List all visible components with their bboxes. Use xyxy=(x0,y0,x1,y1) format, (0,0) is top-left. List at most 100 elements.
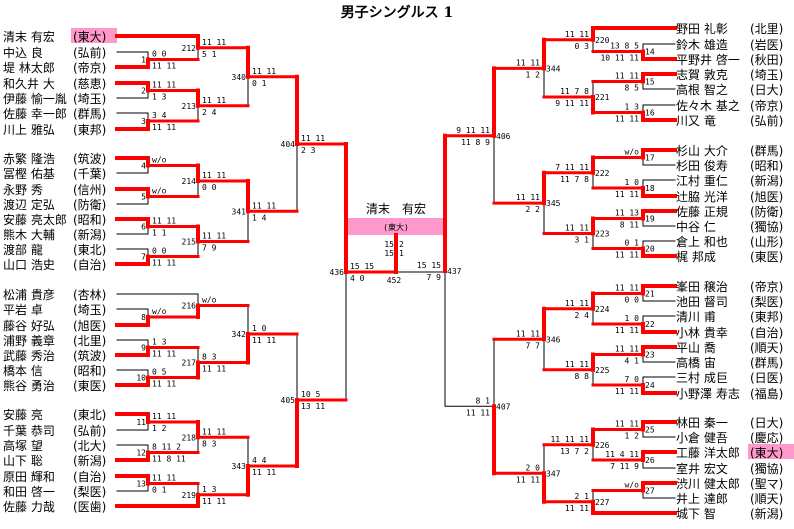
match-score-top: 7 0 xyxy=(625,375,640,384)
match-number: 14 xyxy=(645,48,655,57)
player-name: 室井 宏文 xyxy=(676,461,728,476)
match-score-top: 9 11 11 xyxy=(456,126,490,135)
player-school: (新潟) xyxy=(750,506,783,521)
player-name: 堤 林太郎 xyxy=(3,60,55,75)
match-number: 15 xyxy=(645,78,655,87)
match-score-top: 11 11 xyxy=(202,232,226,241)
player-name: 佐藤 正規 xyxy=(676,204,728,219)
match-number: 220 xyxy=(595,36,610,45)
player-name: 熊谷 勇治 xyxy=(3,378,55,393)
player-school: (自治) xyxy=(73,470,106,484)
match-number: 23 xyxy=(645,351,655,360)
match-score-top: 11 11 xyxy=(516,58,540,67)
match-number: 16 xyxy=(645,109,655,118)
match-score-bottom: 13 11 xyxy=(301,402,325,411)
player-name: 平山 喬 xyxy=(676,341,716,355)
match-score-top: w/o xyxy=(152,187,167,196)
match-score-top: 0 0 xyxy=(152,247,167,256)
player-school: (東邦) xyxy=(750,310,783,324)
player-name: 平野井 啓一 xyxy=(676,52,740,67)
match-number: 222 xyxy=(595,169,610,178)
match-score-bottom: 8 8 xyxy=(575,372,590,381)
match-score-top: 10 5 xyxy=(301,390,320,399)
match-score-bottom: 11 7 8 xyxy=(560,175,589,184)
match-score-bottom: 11 11 xyxy=(202,365,226,374)
player-name: 安藤 亮 xyxy=(3,407,43,422)
match-score-top: w/o xyxy=(152,156,167,165)
match-number: 342 xyxy=(232,330,247,339)
match-score-top: 1 3 xyxy=(152,338,167,347)
match-score-bottom: 11 11 xyxy=(516,475,540,484)
player-name: 杉田 俊寿 xyxy=(676,158,728,173)
player-name: 和久井 大 xyxy=(3,77,55,91)
champion-highlight xyxy=(346,218,445,235)
match-score-top: 0 1 xyxy=(625,239,640,248)
match-number: 9 xyxy=(141,344,146,353)
match-score-top: 1 0 xyxy=(252,324,267,333)
match-score-bottom: 7 7 xyxy=(526,341,541,350)
match-score-bottom: 1 1 xyxy=(152,229,167,238)
match-score-bottom: 7 9 xyxy=(202,244,217,253)
match-number: 218 xyxy=(182,433,197,442)
match-number: 227 xyxy=(595,498,610,507)
match-number: 221 xyxy=(595,93,610,102)
match-number: 25 xyxy=(645,426,655,435)
match-score-bottom: 11 11 xyxy=(152,62,176,71)
match-score-top: 11 11 xyxy=(516,329,540,338)
player-school: (帝京) xyxy=(750,98,783,113)
player-name: 藤谷 好弘 xyxy=(3,319,55,333)
match-score-top: 1 3 xyxy=(625,103,640,112)
player-name: 原田 輝和 xyxy=(3,470,55,484)
match-number: 6 xyxy=(141,223,146,232)
player-school: (防衛) xyxy=(73,197,106,212)
player-name: 川上 雅弘 xyxy=(3,122,55,137)
match-score-bottom: 1 2 xyxy=(152,424,167,433)
player-name: 川又 竜 xyxy=(676,114,716,128)
match-number: 22 xyxy=(645,320,655,329)
match-score-top: 11 11 xyxy=(202,38,226,47)
player-school: (弘前) xyxy=(73,423,106,438)
match-score-top: 11 11 xyxy=(615,345,639,354)
match-number: 341 xyxy=(232,207,247,216)
match-number: 26 xyxy=(645,456,655,465)
match-number: 12 xyxy=(136,449,146,458)
match-number: 436 xyxy=(330,268,345,277)
player-name: 倉上 和也 xyxy=(676,234,728,249)
match-number: 344 xyxy=(546,64,561,73)
match-score-bottom: 11 11 xyxy=(615,326,639,335)
player-name: 城下 智 xyxy=(676,506,716,521)
match-score-top: 11 11 xyxy=(202,96,226,105)
match-score-bottom: 8 11 xyxy=(620,221,639,230)
match-score-bottom: 1 2 xyxy=(526,70,541,79)
player-name: 熊木 大輔 xyxy=(3,227,55,242)
match-score-top: 8 3 xyxy=(202,353,217,362)
player-school: (日大) xyxy=(750,83,783,97)
match-score-bottom: 11 8 11 xyxy=(152,455,186,464)
player-name: 三村 成巨 xyxy=(676,371,728,385)
player-name: 高橋 宙 xyxy=(676,355,716,370)
match-score-top: w/o xyxy=(625,481,640,490)
match-score-bottom: 11 11 xyxy=(466,408,490,417)
player-name: 渡辺 定弘 xyxy=(3,197,55,212)
match-score-top: 15 15 xyxy=(417,261,441,270)
player-name: 高塚 望 xyxy=(3,438,43,453)
player-school: (群馬) xyxy=(750,144,783,158)
match-score-top: 11 11 xyxy=(615,420,639,429)
player-school: (東医) xyxy=(73,379,106,393)
match-number: 345 xyxy=(546,199,561,208)
match-score-bottom: 11 11 xyxy=(152,123,176,132)
match-score-top: 15 15 xyxy=(350,262,374,271)
player-name: 峯田 穣治 xyxy=(676,280,728,294)
final-score-runner-up: 2 xyxy=(399,240,404,249)
match-score-bottom: 13 7 2 xyxy=(560,447,589,456)
match-number: 406 xyxy=(496,132,511,141)
player-school: (昭和) xyxy=(750,159,783,173)
match-number: 10 xyxy=(136,374,146,383)
player-school: (昭和) xyxy=(73,364,106,378)
match-score-top: 11 11 11 xyxy=(550,435,589,444)
match-score-top: 11 11 xyxy=(152,412,176,421)
player-school: (順天) xyxy=(750,492,783,506)
player-name: 松浦 貴彦 xyxy=(3,287,55,302)
match-number: 21 xyxy=(645,290,655,299)
match-score-bottom: 2 4 xyxy=(575,311,590,320)
